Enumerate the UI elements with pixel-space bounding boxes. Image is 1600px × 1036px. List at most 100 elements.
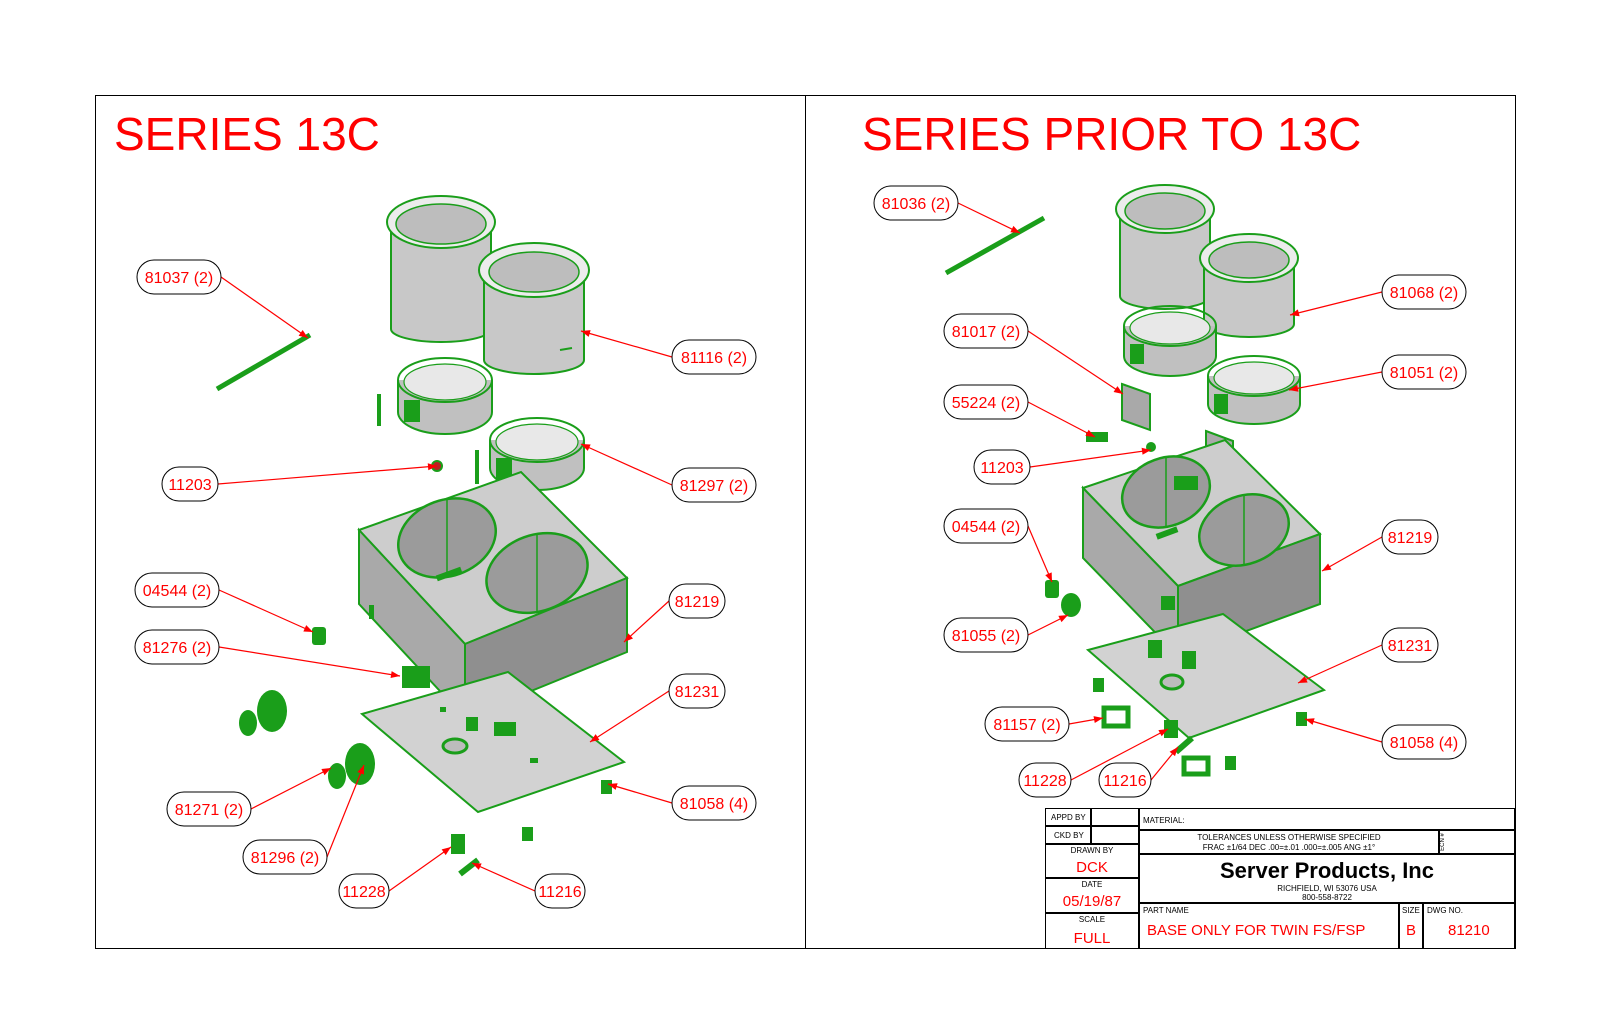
callout-label: 81157 (2) (993, 717, 1060, 734)
callout-bubble (1381, 519, 1439, 555)
leader-line (1027, 525, 1053, 583)
left-panel-title: SERIES 13C (114, 108, 380, 160)
rev-label: ECN # (1439, 833, 1446, 851)
callout-bubble (943, 384, 1029, 420)
callout-label: 04544 (2) (143, 583, 212, 600)
callout-bubble (1381, 627, 1439, 663)
leader-arrowhead (1010, 225, 1020, 233)
right-panel-title: SERIES PRIOR TO 13C (862, 108, 1362, 160)
leader-arrowhead (472, 863, 482, 870)
callout-bubble (534, 873, 586, 909)
callout-bubble (671, 467, 757, 503)
callout-bubble (134, 629, 220, 665)
size-value: B (1406, 922, 1417, 939)
callout-label: 81058 (4) (1390, 735, 1459, 752)
part-81058-right-b (1093, 678, 1104, 692)
part-name-label: PART NAME (1143, 906, 1189, 915)
callout-bubble (973, 449, 1031, 485)
leader-arrowhead (1290, 309, 1300, 317)
callout-left-8: 81271 (2) (166, 767, 332, 827)
callout-label: 11216 (1103, 773, 1146, 790)
part-81157-right-b (1181, 755, 1211, 777)
callout-label: 11203 (168, 477, 211, 494)
callout-bubble (136, 259, 222, 295)
leader-arrowhead (390, 671, 400, 679)
callout-bubble (671, 785, 757, 821)
leader-line (326, 764, 365, 858)
appd-by-label: APPD BY (1051, 813, 1086, 822)
leader-line (388, 846, 452, 892)
base-plate-left (359, 670, 627, 814)
callout-bubble (943, 508, 1029, 544)
callout-right-12: 11228 (1018, 728, 1169, 798)
callout-right-2: 81017 (2) (943, 313, 1124, 395)
part-11228-right (1164, 720, 1178, 738)
callout-label: 81055 (2) (952, 628, 1021, 645)
callout-bubble (1018, 762, 1072, 798)
callout-bubble (338, 873, 390, 909)
leader-line (1070, 728, 1169, 781)
leader-line (623, 600, 670, 643)
callout-left-11: 11228 (338, 846, 452, 909)
callout-bubble (668, 673, 726, 709)
part-55224-right (1086, 432, 1108, 442)
leader-arrowhead (1058, 615, 1068, 623)
scale-value: FULL (1073, 930, 1111, 947)
callout-bubble (166, 791, 252, 827)
callout-right-5: 11203 (973, 447, 1152, 485)
callout-right-1: 81068 (2) (1289, 274, 1467, 317)
leader-line (220, 276, 309, 339)
pan-right-front (1199, 233, 1299, 338)
callout-label: 81296 (2) (251, 850, 320, 867)
leader-line (1027, 401, 1096, 438)
callout-label: 81037 (2) (145, 270, 214, 287)
date-label: DATE (1081, 880, 1103, 889)
callout-left-5: 81219 (623, 583, 726, 643)
leader-arrowhead (298, 329, 308, 338)
leader-arrowhead (1085, 429, 1095, 437)
dwg-no-label: DWG NO. (1427, 906, 1463, 915)
band-left-front (475, 417, 585, 491)
callout-label: 81068 (2) (1390, 285, 1459, 302)
callout-bubble (873, 185, 959, 221)
leader-arrowhead (427, 463, 437, 471)
drawn-by-value: DCK (1076, 859, 1108, 876)
leader-arrowhead (357, 765, 364, 775)
leader-line (217, 465, 438, 485)
pan-right-back (1115, 184, 1215, 310)
leader-arrowhead (581, 444, 591, 451)
callout-right-6: 04544 (2) (943, 508, 1053, 583)
leader-line (250, 767, 332, 810)
part-11216-right (1174, 735, 1194, 755)
callout-label: 11228 (1023, 773, 1066, 790)
callout-label: 81219 (675, 594, 720, 611)
callout-right-4: 55224 (2) (943, 384, 1096, 438)
pan-left-front (478, 242, 590, 375)
part-name-value: BASE ONLY FOR TWIN FS/FSP (1147, 922, 1366, 939)
callout-bubble (668, 583, 726, 619)
callout-label: 04544 (2) (952, 519, 1021, 536)
callout-label: 81231 (1388, 638, 1433, 655)
shield-81017-a (1121, 382, 1151, 432)
part-81271-left (239, 710, 346, 789)
leader-arrowhead (1305, 718, 1315, 725)
base-plate-right (1085, 612, 1327, 740)
callout-label: 11203 (980, 460, 1023, 477)
callout-right-9: 81231 (1297, 627, 1439, 684)
callout-bubble (984, 706, 1070, 742)
callout-right-7: 81219 (1321, 519, 1439, 572)
band-right-front (1207, 355, 1301, 425)
callout-bubble (943, 617, 1029, 653)
part-81055-right (1061, 593, 1081, 617)
callout-bubble (943, 313, 1029, 349)
leader-arrowhead (608, 783, 618, 790)
callout-right-8: 81055 (2) (943, 614, 1069, 653)
leader-arrowhead (1158, 729, 1168, 737)
leader-line (218, 646, 401, 677)
leader-arrowhead (590, 734, 600, 742)
callout-left-6: 81276 (2) (134, 629, 401, 679)
callout-bubble (1381, 274, 1467, 310)
callout-label: 81116 (2) (681, 350, 747, 367)
leader-arrowhead (1322, 563, 1332, 571)
